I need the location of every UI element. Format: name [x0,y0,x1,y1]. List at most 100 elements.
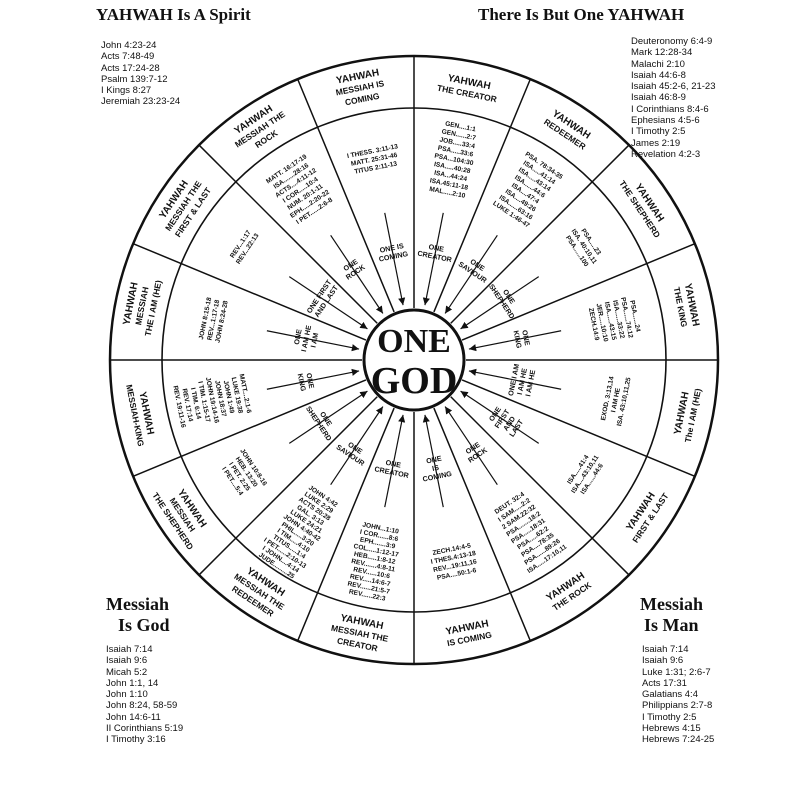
sector-arrow [460,390,540,444]
sector-label-line: ONE [428,242,445,254]
sector-arrow [288,276,368,330]
reference-item: I Kings 8:27 [101,85,152,97]
sector-label-line: ONE [292,328,304,345]
sector-reference: I AM HE [610,387,622,413]
corner-title-line: Is God [118,615,170,635]
corner-title-line: Messiah [640,594,703,614]
reference-item: I Timothy 2:5 [631,126,686,138]
sector-label-line: ONE [425,454,442,466]
sector-arrow [444,406,498,486]
reference-item: Psalm 139:7-12 [101,73,168,85]
sector-references: GEN....1:1GEN......2:7JOB.....33:4PSA...… [429,120,477,199]
sector-divider [461,379,696,478]
sector-arrow [468,330,562,352]
reference-item: I Corinthians 8:4-6 [631,103,709,115]
center-word-god: GOD [371,360,458,402]
sector-label-line: KING [512,330,524,350]
sector-arrow [384,414,406,508]
sector-references: MATT. 16:17-19ISA.......28:16ACTS....4:1… [265,153,334,226]
reference-item: Isaiah 9:6 [106,655,148,667]
sector-divider [132,242,367,341]
reference-list: Deuteronomy 6:4-9 Mark 12:28-34 Malachi … [631,36,716,160]
sector-divider [433,407,532,642]
reference-item: Isaiah 9:6 [642,655,684,667]
sector-label-line: KING [296,373,308,393]
sector-arrow [330,234,384,314]
sector-divider [198,396,378,576]
sector-label-line: ONE [385,458,402,470]
reference-item: Micah 5:2 [106,666,148,678]
sector-arrow [288,390,368,444]
reference-item: Hebrews 4:15 [642,723,701,735]
sector-arrow [468,368,562,390]
sector-divider [433,78,532,313]
sector-arrow [444,234,498,314]
sector-label-line: CREATOR [374,464,411,480]
sector-references: ZECH.14:4-5I THES.4:13-18REV...19:11,16P… [430,542,477,581]
reference-item: Luke 1:31; 2:6-7 [642,666,711,678]
sector-label-line: COMING [422,469,453,484]
reference-item: Malachi 2:10 [631,58,685,70]
sector-references: PSA......24PSA......74:12ISA......33:22I… [587,297,641,343]
center-circle-ring [362,308,466,412]
sector-label-line: IS [431,463,440,473]
corner-title: Messiah Is God [106,594,183,636]
corner-one-yahwah: There Is But One YAHWAH Deuteronomy 6:4-… [478,5,716,160]
sector-arrow [460,276,540,330]
sector-arrow [266,368,360,390]
sector-divider [296,407,395,642]
reference-item: Philippians 2:7-8 [642,700,713,712]
reference-item: Ephesians 4:5-6 [631,115,700,127]
sector-label-line: I AM [309,332,321,348]
reference-item: Acts 7:48-49 [101,51,155,63]
wheel-structure [108,54,720,666]
reference-item: Deuteronomy 6:4-9 [631,36,713,47]
reference-item: Isaiah 7:14 [106,644,153,655]
sector-arrow [330,406,384,486]
reference-item: I Timothy 3:16 [106,734,166,746]
reference-item: Hebrews 7:24-25 [642,734,715,746]
reference-item: Galatians 4:4 [642,689,698,701]
sector-divider [461,242,696,341]
reference-item: Jeremiah 23:23-24 [101,96,181,108]
reference-item: II Corinthians 5:19 [106,723,184,735]
corner-title-line: Is Man [644,615,699,635]
sector-arrow [384,212,406,306]
sector-label-line: ONE [304,372,316,389]
sector-references: JOHN...1:10I COR......8:6EPH.......3:9CO… [347,521,400,602]
corner-yahwah-is-a-spirit: YAHWAH Is A Spirit John 4:23-24 Acts 7:4… [96,5,251,108]
sector-divider [198,144,378,324]
center-word-one: ONE [377,323,451,360]
reference-item: John 4:23-24 [101,40,157,51]
corner-messiah-is-man: Messiah Is Man Isaiah 7:14 Isaiah 9:6 Lu… [640,594,714,746]
reference-item: John 8:24, 58-59 [106,700,178,712]
sector-label-line: ONE [520,329,532,346]
reference-item: Isaiah 45:2-6, 21-23 [631,81,716,93]
